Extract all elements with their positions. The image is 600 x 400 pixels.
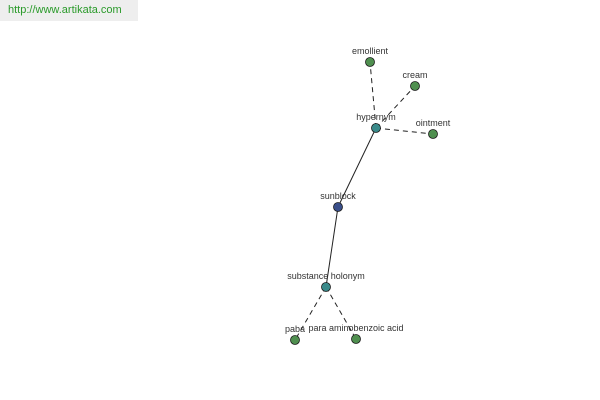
edge-hypernym-cream — [375, 85, 416, 129]
node-label-emollient[interactable]: emollient — [352, 46, 389, 56]
node-label-paba[interactable]: paba — [285, 324, 305, 334]
edge-hypernym-ointment — [375, 127, 434, 135]
node-hypernym[interactable] — [371, 123, 381, 133]
node-label-cream[interactable]: cream — [402, 70, 427, 80]
node-para-amino-benzoic-acid[interactable] — [351, 334, 361, 344]
node-substance-holonym[interactable] — [321, 282, 331, 292]
graph-labels: sunblock hypernym substance holonym emollie… — [285, 46, 451, 334]
site-url-banner: http://www.artikata.com — [0, 0, 138, 21]
edge-hypernym-emollient — [369, 61, 377, 129]
site-url-link[interactable]: http://www.artikata.com — [8, 4, 122, 16]
graph-nodes — [290, 57, 438, 345]
node-label-para-amino-benzoic-acid[interactable]: para aminobenzoic acid — [308, 323, 403, 333]
node-sunblock[interactable] — [333, 202, 343, 212]
node-ointment[interactable] — [428, 129, 438, 139]
node-cream[interactable] — [410, 81, 420, 91]
graph-edges — [294, 61, 434, 341]
node-label-substance-holonym[interactable]: substance holonym — [287, 271, 365, 281]
node-paba[interactable] — [290, 335, 300, 345]
edge-substance_holonym-paba — [294, 286, 327, 341]
node-label-ointment[interactable]: ointment — [416, 118, 451, 128]
node-emollient[interactable] — [365, 57, 375, 67]
edge-sunblock-substance_holonym — [325, 206, 339, 288]
edge-sunblock-hypernym — [337, 127, 377, 208]
node-label-sunblock[interactable]: sunblock — [320, 191, 356, 201]
edge-substance_holonym-para_amino_benzoic_acid — [325, 286, 357, 340]
node-label-hypernym[interactable]: hypernym — [356, 112, 396, 122]
